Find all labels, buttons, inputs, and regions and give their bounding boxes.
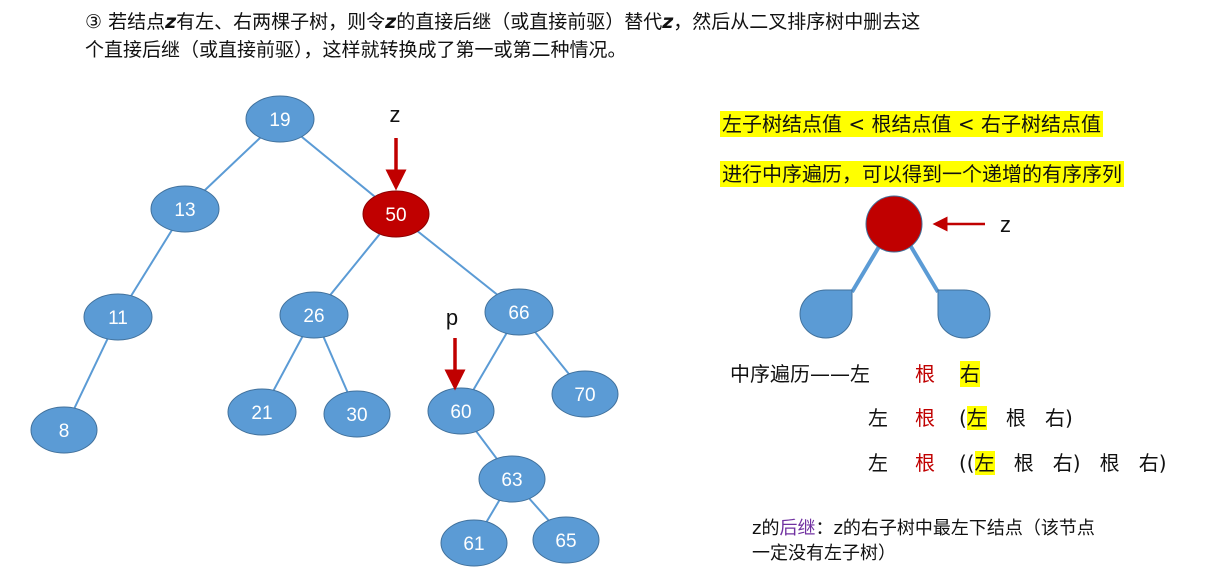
- tree-node: 13: [150, 185, 220, 233]
- tree-node: 66: [484, 288, 554, 336]
- left-subtree-shape: [799, 289, 853, 339]
- right-text: 右): [1138, 451, 1167, 475]
- svg-text:60: 60: [450, 402, 471, 423]
- successor-note: z的后继：z的右子树中最左下结点（该节点: [752, 516, 1095, 542]
- svg-text:50: 50: [385, 205, 406, 226]
- root-text: 根: [915, 362, 935, 386]
- subtree-expansion: (左 根 右): [959, 405, 1073, 431]
- svg-text:11: 11: [108, 308, 128, 329]
- title-text: ③ 若结点: [85, 11, 166, 33]
- sub-left-text: 左: [974, 451, 995, 475]
- sub-left-text: 左: [966, 406, 987, 430]
- svg-text:63: 63: [501, 470, 522, 491]
- tree-node: 61: [440, 519, 508, 567]
- tree-node: 21: [227, 388, 297, 436]
- title-text: ，然后从二叉排序树中删去这: [673, 11, 921, 33]
- inorder-label: 中序遍历——左: [730, 362, 870, 386]
- root-text: 根: [1099, 451, 1120, 475]
- note-text: ：z的右子树中最左下结点（该节点: [815, 518, 1095, 539]
- right-subtree-shape: [937, 289, 991, 339]
- svg-text:65: 65: [555, 531, 576, 552]
- tree-node: 26: [279, 291, 349, 339]
- sub-right-text: 右): [1052, 451, 1081, 475]
- inorder-property-text: 进行中序遍历，可以得到一个递增的有序序列: [720, 161, 1124, 187]
- z-var: z: [165, 11, 177, 33]
- generic-subtree-diagram: z: [799, 195, 1011, 339]
- tree-node: 8: [30, 406, 98, 454]
- p-label: p: [446, 305, 458, 330]
- z-var: z: [385, 11, 397, 33]
- tree-node-z: 50: [362, 190, 430, 238]
- svg-text:8: 8: [59, 421, 70, 442]
- title-line-2: 个直接后继（或直接前驱），这样就转换成了第一或第二种情况。: [85, 39, 627, 61]
- svg-text:66: 66: [508, 303, 529, 324]
- tree-node: 19: [245, 95, 315, 143]
- sub-root-text: 根: [1005, 406, 1026, 430]
- right-text: 右: [960, 361, 980, 387]
- paren: (: [959, 406, 967, 430]
- svg-text:26: 26: [303, 306, 324, 327]
- z-node: [865, 195, 923, 253]
- svg-text:61: 61: [463, 534, 484, 555]
- tree-node: 30: [323, 390, 391, 438]
- z-var: z: [662, 11, 674, 33]
- svg-text:13: 13: [174, 200, 195, 221]
- note-text: z的: [752, 518, 780, 539]
- paren: ((: [959, 451, 975, 475]
- tree-node-p: 60: [427, 387, 495, 435]
- svg-text:21: 21: [251, 403, 272, 424]
- z-label: z: [390, 102, 401, 127]
- svg-text:30: 30: [346, 405, 367, 426]
- root-text: 根: [915, 406, 935, 430]
- left-text: 左: [868, 406, 888, 430]
- tree-node: 63: [478, 455, 546, 503]
- tree-node: 70: [551, 370, 619, 418]
- root-text: 根: [915, 451, 935, 475]
- bst-property-text: 左子树结点值 < 根结点值 < 右子树结点值: [720, 111, 1103, 137]
- subtree-expansion: ((左 根 右) 根 右): [959, 450, 1167, 476]
- sub-root-text: 根: [1013, 451, 1034, 475]
- title-line-1: ③ 若结点z有左、右两棵子树，则令z的直接后继（或直接前驱）替代z，然后从二叉排…: [85, 8, 920, 36]
- successor-note-line-2: 一定没有左子树）: [752, 543, 896, 564]
- svg-text:70: 70: [574, 385, 595, 406]
- tree-node: 11: [83, 293, 153, 341]
- svg-text:19: 19: [269, 110, 290, 131]
- tree-node: 65: [532, 516, 600, 564]
- title-text: 有左、右两棵子树，则令: [176, 11, 386, 33]
- sub-right-text: 右): [1044, 406, 1073, 430]
- title-text: 的直接后继（或直接前驱）替代: [396, 11, 663, 33]
- successor-term: 后继: [779, 518, 816, 539]
- left-text: 左: [868, 451, 888, 475]
- z-label: z: [1000, 212, 1011, 237]
